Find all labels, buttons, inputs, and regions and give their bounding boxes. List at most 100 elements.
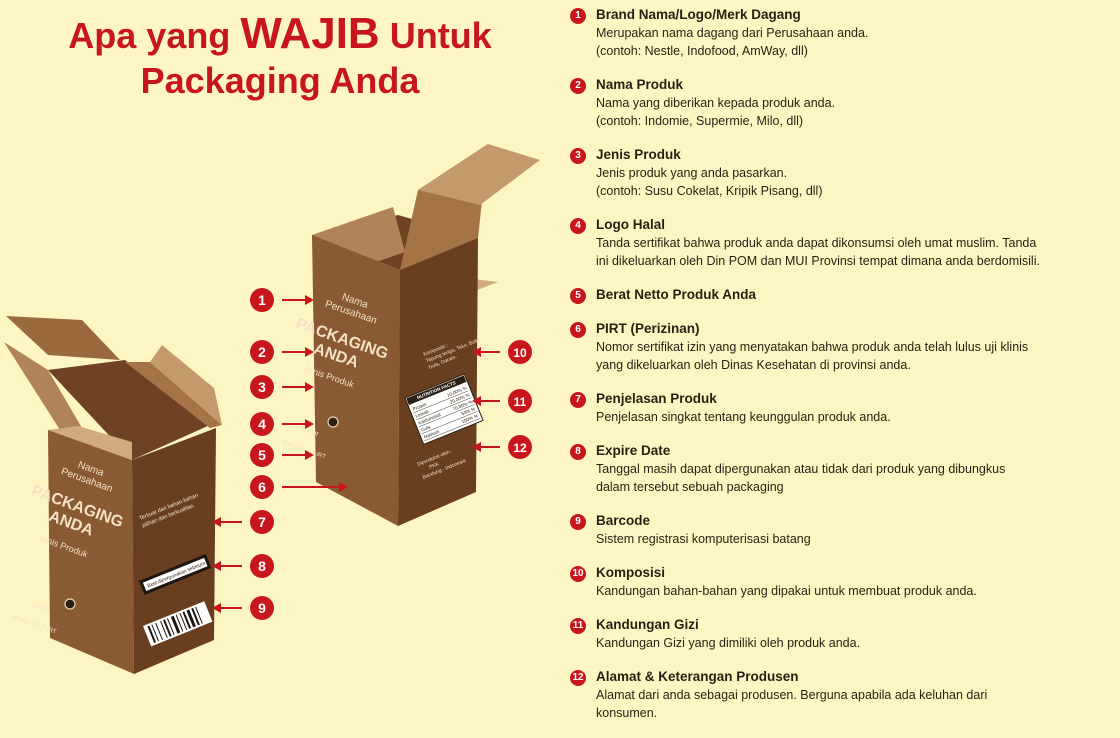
marker-circle	[250, 340, 274, 364]
marker-circle	[508, 389, 532, 413]
callout-marker: 8	[212, 554, 274, 578]
marker-number: 3	[258, 379, 266, 395]
callout-marker: 4	[250, 412, 314, 436]
halal-logo-icon	[327, 416, 339, 428]
item-title: Expire Date	[596, 443, 671, 458]
nutrition-row-value: 50% %	[461, 406, 476, 416]
number-badge: 1	[570, 8, 586, 24]
marker-number: 11	[514, 395, 527, 409]
arrow-head-icon	[212, 603, 221, 613]
box-front-flap-left	[4, 342, 95, 450]
nutrition-row-label: Protein	[412, 401, 428, 411]
number-badge: 4	[570, 218, 586, 234]
number-badge: 9	[570, 514, 586, 530]
barcode-icon	[143, 601, 213, 647]
box-back-front-face	[312, 235, 400, 526]
list-item: 6 PIRT (Perizinan) Nomor sertifikat izin y…	[567, 320, 1115, 374]
box-back-flap-right-top	[418, 144, 540, 205]
box-front-flap-front	[48, 426, 132, 460]
arrow-head-icon	[339, 482, 348, 492]
box-front: Nama Perusahaan PACKAGING ANDA Jenis Pro…	[4, 316, 222, 674]
callout-marker: 2	[250, 340, 314, 364]
marker-number: 9	[258, 600, 266, 616]
item-description: Kandungan bahan-bahan yang dipakai untuk…	[596, 584, 977, 598]
marker-circle	[250, 510, 274, 534]
number-badge: 5	[570, 288, 586, 304]
arrow-head-icon	[212, 517, 221, 527]
list-item: 5 Berat Netto Produk Anda	[567, 286, 1115, 304]
box-back-side-face	[398, 238, 478, 526]
number-badge: 10	[570, 566, 586, 582]
number-badge: 8	[570, 444, 586, 460]
producer-line-2: PKK	[428, 461, 440, 471]
item-title: Barcode	[596, 513, 651, 528]
item-title: Jenis Produk	[596, 147, 681, 162]
marker-number: 8	[258, 558, 266, 574]
arrow-head-icon	[305, 382, 314, 392]
item-description: Nama yang diberikan kepada produk anda. …	[596, 96, 836, 128]
item-description: Nomor sertifikat izin yang menyatakan ba…	[596, 340, 1029, 372]
item-title: Penjelasan Produk	[596, 391, 717, 406]
item-description: Sistem registrasi komputerisasi batang	[596, 532, 811, 546]
callout-marker: 10	[472, 340, 532, 364]
callout-marker: 3	[250, 375, 314, 399]
title-part: Untuk	[379, 15, 492, 56]
arrow-head-icon	[305, 295, 314, 305]
number-badge: 3	[570, 148, 586, 164]
item-description: Jenis produk yang anda pasarkan. (contoh…	[596, 166, 823, 198]
arrow-head-icon	[472, 396, 481, 406]
arrow-head-icon	[212, 561, 221, 571]
marker-number: 1	[258, 292, 266, 308]
box-back: Nama Perusahaan PACKAGING ANDA Jenis Pro…	[281, 144, 540, 526]
number-badge: 12	[570, 670, 586, 686]
arrow-head-icon	[472, 347, 481, 357]
item-description: Alamat dari anda sebagai produsen. Bergu…	[596, 688, 988, 720]
item-title: Brand Nama/Logo/Merk Dagang	[596, 7, 801, 22]
item-title: PIRT (Perizinan)	[596, 321, 700, 336]
marker-number: 10	[513, 346, 527, 360]
box-front-front-face	[48, 430, 134, 674]
halal-logo-icon	[64, 598, 76, 610]
item-title: Kandungan Gizi	[596, 617, 699, 632]
item-description: Kandungan Gizi yang dimiliki oleh produk…	[596, 636, 861, 650]
number-badge: 7	[570, 392, 586, 408]
number-badge: 6	[570, 322, 586, 338]
marker-number: 4	[258, 416, 266, 432]
marker-number: 6	[258, 479, 266, 495]
marker-circle	[250, 554, 274, 578]
marker-circle	[508, 435, 532, 459]
box-front-inner	[48, 360, 210, 460]
callout-marker: 11	[472, 389, 532, 413]
marker-number: 12	[513, 441, 527, 455]
item-title: Komposisi	[596, 565, 666, 580]
item-title: Berat Netto Produk Anda	[596, 287, 757, 302]
title-part: Apa yang	[68, 15, 241, 56]
nutrition-row-label: Natrium	[423, 429, 440, 440]
marker-circle	[250, 443, 274, 467]
title-line-2: Packaging Anda	[140, 59, 420, 101]
nutrition-row-value: 100% %	[461, 413, 479, 424]
callout-marker: 1	[250, 288, 314, 312]
box-front-flap-back	[6, 316, 120, 360]
marker-number: 5	[258, 447, 266, 463]
item-description: Tanda sertifikat bahwa produk anda dapat…	[596, 236, 1040, 268]
item-description: Tanggal masih dapat dipergunakan atau ti…	[596, 462, 1006, 494]
item-title: Alamat & Keterangan Produsen	[596, 669, 799, 684]
marker-circle	[250, 475, 274, 499]
item-title: Nama Produk	[596, 77, 684, 92]
callout-marker: 5	[250, 443, 314, 467]
marker-circle	[508, 340, 532, 364]
packaging-illustration: Nama Perusahaan PACKAGING ANDA Jenis Pro…	[4, 144, 540, 674]
